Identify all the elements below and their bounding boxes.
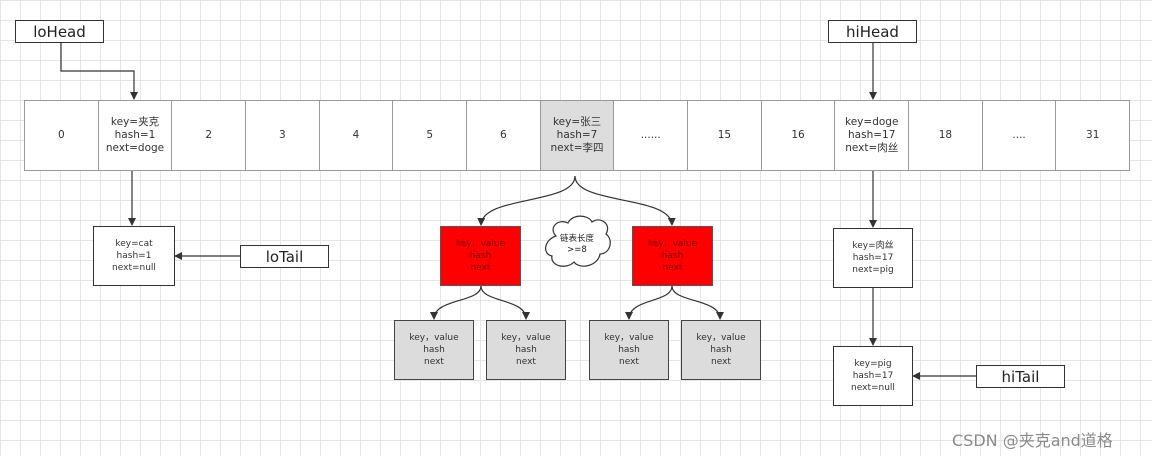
- hihead-label: hiHead: [828, 20, 917, 43]
- array-cell-ellipsis-2: ....: [983, 101, 1057, 170]
- tree-leaf-3: key，value hash next: [589, 320, 669, 380]
- array-cell-15: 15: [688, 101, 762, 170]
- tree-node-red-left: key，value hash next: [440, 226, 521, 286]
- array-cell-7: key=张三 hash=7 next=李四: [540, 101, 615, 170]
- array-cell-0: 0: [25, 101, 99, 170]
- csdn-watermark: CSDN @夹克and道格: [952, 431, 1113, 450]
- lohead-arrow: [60, 43, 138, 100]
- array-cell-6: 6: [467, 101, 541, 170]
- high-list-node-rousi: key=肉丝 hash=17 next=pig: [833, 228, 913, 288]
- tree-branch-lr: [480, 285, 530, 320]
- lohead-label: loHead: [15, 20, 104, 43]
- array-cell-5: 5: [393, 101, 468, 170]
- tree-leaf-2: key，value hash next: [486, 320, 566, 380]
- tree-branch-rr: [671, 285, 724, 320]
- high-list-node-pig: key=pig hash=17 next=null: [833, 346, 913, 406]
- array-cell-1: key=夹克 hash=1 next=doge: [99, 101, 173, 170]
- array-cell-16: 16: [762, 101, 836, 170]
- array-cell-2: 2: [172, 101, 247, 170]
- array-cell-18: 18: [909, 101, 983, 170]
- hitail-label: hiTail: [976, 365, 1065, 388]
- array-cell-3: 3: [246, 101, 320, 170]
- tree-leaf-1: key，value hash next: [394, 320, 474, 380]
- array-cell-31: 31: [1086, 129, 1100, 141]
- tree-branch-rl: [625, 285, 673, 320]
- low-list-node-cat: key=cat hash=1 next=null: [93, 226, 175, 286]
- lotail-label: loTail: [240, 245, 329, 268]
- cloud-note-text: 链表长度 >=8: [559, 234, 594, 255]
- tree-branch-right: [574, 175, 676, 226]
- tree-branch-left: [477, 175, 576, 226]
- array-cell-4: 4: [320, 101, 394, 170]
- array-cell-17: key=doge hash=17 next=肉丝: [835, 101, 910, 170]
- hash-table-array: 0 key=夹克 hash=1 next=doge 2 3 4 5 6 key=…: [24, 100, 1130, 171]
- array-cell-ellipsis-1: ......: [614, 101, 689, 170]
- cloud-shape: [545, 215, 611, 267]
- tree-branch-ll: [430, 285, 482, 320]
- tree-leaf-4: key，value hash next: [681, 320, 761, 380]
- tree-node-red-right: key，value hash next: [632, 226, 713, 286]
